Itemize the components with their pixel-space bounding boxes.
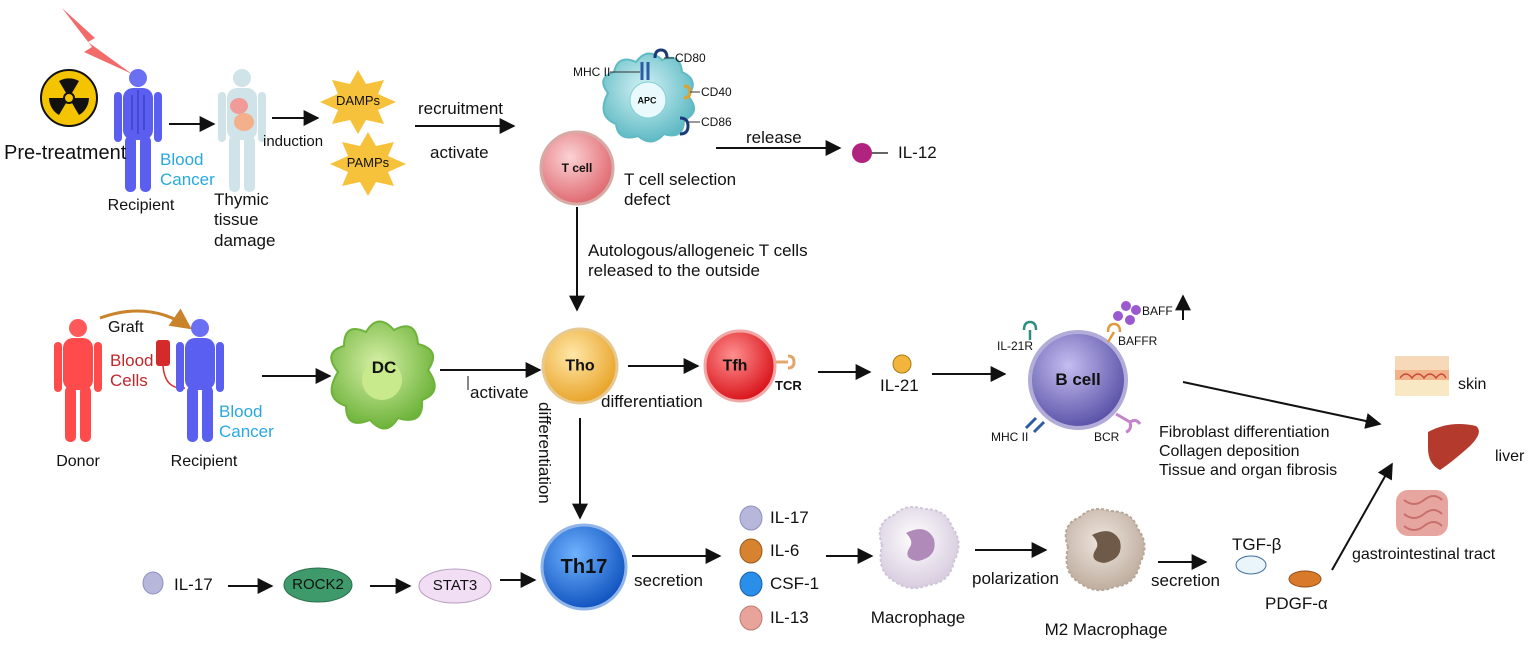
lightning-icon bbox=[62, 8, 132, 74]
autologous-label: Autologous/allogeneic T cells released t… bbox=[588, 241, 808, 281]
recipient-label-mid: Recipient bbox=[170, 453, 238, 470]
cytokine-il17-label: IL-17 bbox=[770, 508, 809, 527]
tho-cell bbox=[541, 327, 619, 405]
cytokine-csf1-label: CSF-1 bbox=[770, 574, 820, 593]
tgfb-molecule bbox=[1235, 555, 1267, 575]
cytokine-dots bbox=[739, 505, 763, 631]
il17-bottom-molecule bbox=[142, 571, 164, 595]
tcr-label: TCR bbox=[775, 378, 802, 393]
recipient-label-top: Recipient bbox=[107, 197, 175, 214]
tgfb-label: TGF-β bbox=[1232, 535, 1282, 554]
gi-label: gastrointestinal tract bbox=[1352, 546, 1496, 563]
blood-cancer-label-top: Blood Cancer bbox=[160, 150, 215, 190]
m2-macrophage-cell bbox=[1064, 508, 1146, 592]
release-label: release bbox=[746, 128, 802, 147]
recruitment-label: recruitment bbox=[418, 99, 504, 118]
activate-label-mid: activate bbox=[470, 383, 529, 402]
fibrosis-label: Fibroblast differentiation Collagen depo… bbox=[1159, 424, 1338, 480]
graft-arrow bbox=[99, 308, 192, 330]
pdgfa-molecule bbox=[1288, 570, 1322, 588]
donor-label: Donor bbox=[56, 453, 100, 470]
thymic-damage-label: Thymic tissue damage bbox=[214, 190, 276, 250]
stat3-label: STAT3 bbox=[432, 577, 478, 594]
rock2-node bbox=[283, 567, 353, 603]
mhc2-label-top: MHC II bbox=[573, 65, 611, 79]
cd86-receptor bbox=[679, 116, 690, 136]
t-cell bbox=[539, 130, 615, 206]
cytokine-il13-label: IL-13 bbox=[770, 608, 809, 627]
apc-label: APC bbox=[637, 95, 657, 106]
il17-bottom-label: IL-17 bbox=[174, 575, 213, 594]
tfh-label: Tfh bbox=[722, 357, 748, 375]
baff-label: BAFF bbox=[1142, 304, 1173, 318]
mhc2-label-b: MHC II bbox=[991, 430, 1029, 444]
intestine-icon bbox=[1396, 490, 1448, 536]
blood-cells-label: Blood Cells bbox=[110, 351, 154, 391]
dc-label: DC bbox=[371, 357, 397, 377]
thymus-body-icon bbox=[218, 69, 266, 192]
dc-cell bbox=[330, 320, 436, 430]
tfh-cell bbox=[703, 329, 796, 403]
damps-label: DAMPs bbox=[335, 93, 381, 109]
cd80-label: CD80 bbox=[675, 51, 706, 65]
b-cell bbox=[1028, 330, 1128, 430]
il21-label: IL-21 bbox=[880, 376, 919, 395]
differentiation-h-label: differentiation bbox=[601, 392, 703, 411]
secretion-label-1: secretion bbox=[634, 571, 703, 590]
skin-icon bbox=[1395, 356, 1449, 396]
skin-label: skin bbox=[1458, 376, 1487, 393]
arrow-growth-factors-organs bbox=[1331, 462, 1393, 571]
bcell-label: B cell bbox=[1055, 369, 1101, 389]
donor-body-icon bbox=[54, 319, 102, 442]
radiation-icon bbox=[40, 69, 98, 127]
macrophage-label: Macrophage bbox=[870, 608, 966, 627]
induction-label: induction bbox=[263, 133, 324, 150]
activate-label-top: activate bbox=[430, 143, 489, 162]
mhc2-receptor-top bbox=[640, 62, 650, 80]
differentiation-v-label: differentiation bbox=[535, 402, 554, 504]
m2-macrophage-label: M2 Macrophage bbox=[1044, 620, 1168, 639]
il21-molecule bbox=[892, 354, 912, 374]
arrow-bcell-organs bbox=[1182, 381, 1382, 429]
rock2-label: ROCK2 bbox=[292, 576, 344, 593]
bcr-label: BCR bbox=[1094, 430, 1120, 444]
il12-label: IL-12 bbox=[898, 143, 937, 162]
bcr-receptor bbox=[1115, 412, 1142, 434]
pamps-star bbox=[330, 132, 406, 196]
liver-icon bbox=[1428, 424, 1479, 470]
th17-cell bbox=[540, 523, 628, 611]
cd40-label: CD40 bbox=[701, 85, 732, 99]
cytokine-il6-label: IL-6 bbox=[770, 541, 800, 560]
human-body-icon bbox=[114, 69, 162, 192]
il21r-receptor bbox=[1022, 320, 1038, 340]
mhc2-receptor-b bbox=[1024, 416, 1046, 434]
graft-label: Graft bbox=[108, 319, 144, 336]
baff-molecules bbox=[1113, 301, 1141, 325]
il12-molecule bbox=[852, 143, 888, 163]
il21r-label: IL-21R bbox=[997, 339, 1034, 353]
pdgfa-label: PDGF-α bbox=[1265, 594, 1328, 613]
blood-cancer-label-mid: Blood Cancer bbox=[219, 402, 274, 442]
tho-label: Tho bbox=[565, 357, 595, 375]
recipient-body-icon bbox=[176, 319, 224, 442]
th17-label: Th17 bbox=[560, 556, 608, 578]
baffr-label: BAFFR bbox=[1118, 334, 1158, 348]
liver-label: liver bbox=[1495, 448, 1525, 465]
tcell-defect-label: T cell selection defect bbox=[624, 170, 737, 210]
pretreatment-label: Pre-treatment bbox=[4, 142, 127, 164]
tcell-label: T cell bbox=[561, 160, 593, 175]
baffr-receptor bbox=[1106, 322, 1122, 343]
stat3-node bbox=[418, 568, 492, 604]
damps-star bbox=[320, 70, 396, 134]
cd80-receptor bbox=[653, 48, 669, 59]
secretion-label-2: secretion bbox=[1151, 571, 1220, 590]
pamps-label: PAMPs bbox=[346, 155, 390, 171]
cd86-label: CD86 bbox=[701, 115, 732, 129]
macrophage-cell bbox=[878, 506, 960, 590]
polarization-label: polarization bbox=[972, 569, 1059, 588]
